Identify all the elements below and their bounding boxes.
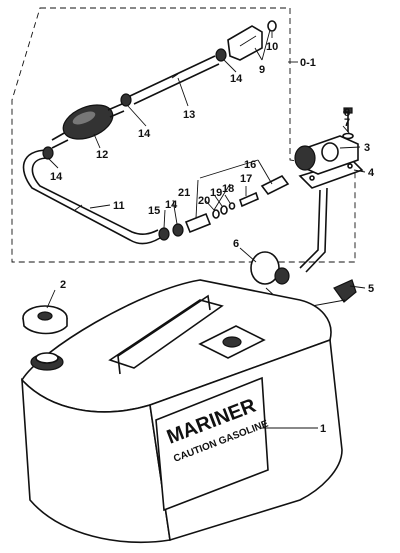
primer-bulb: [51, 103, 125, 149]
callout-14-lower: 14: [165, 199, 178, 211]
callout-6: 6: [233, 238, 239, 250]
leader-lines: [46, 29, 366, 429]
hose-clamp-upper: [215, 48, 227, 62]
hose-clamp-left: [42, 146, 54, 160]
callout-18: 18: [222, 183, 234, 195]
fuel-pickup-valve: [294, 135, 359, 175]
callout-19: 19: [210, 187, 222, 199]
callout-2: 2: [60, 279, 66, 291]
callout-5: 5: [368, 283, 374, 295]
callout-8: 8: [344, 107, 350, 119]
o-ring: [267, 20, 277, 32]
fuel-hose-upper: [129, 55, 220, 105]
lock-washer: [342, 132, 354, 140]
callout-4: 4: [368, 167, 375, 179]
callout-3: 3: [364, 142, 370, 154]
mounting-screw: [343, 107, 353, 132]
callout-1: 1: [320, 423, 326, 435]
callout-9: 9: [259, 64, 265, 76]
fuel-tank: [21, 279, 343, 543]
fuel-filter-screen: [250, 251, 290, 285]
callout-15: 15: [148, 205, 160, 217]
filler-cap: [22, 305, 68, 335]
engine-connector: [227, 25, 263, 61]
fuel-line-group-boundary: [11, 7, 356, 263]
callout-17: 17: [240, 173, 252, 185]
fuel-hose-lower: [22, 149, 161, 245]
tank-end-fittings: [158, 174, 290, 241]
callout-12: 12: [96, 149, 108, 161]
callout-14-middle: 14: [138, 128, 151, 140]
callout-16: 16: [244, 159, 256, 171]
callout-13: 13: [183, 109, 195, 121]
callout-14-upper: 14: [230, 73, 243, 85]
hose-clamp-middle: [120, 93, 132, 107]
callout-14-left: 14: [50, 171, 63, 183]
callout-11: 11: [113, 200, 125, 212]
callout-10: 10: [266, 41, 278, 53]
callout-21: 21: [178, 187, 190, 199]
callout-group-0-1: 0-1: [300, 57, 316, 69]
callout-7: 7: [344, 117, 350, 129]
pickup-tube: [299, 187, 328, 273]
callout-20: 20: [198, 195, 210, 207]
